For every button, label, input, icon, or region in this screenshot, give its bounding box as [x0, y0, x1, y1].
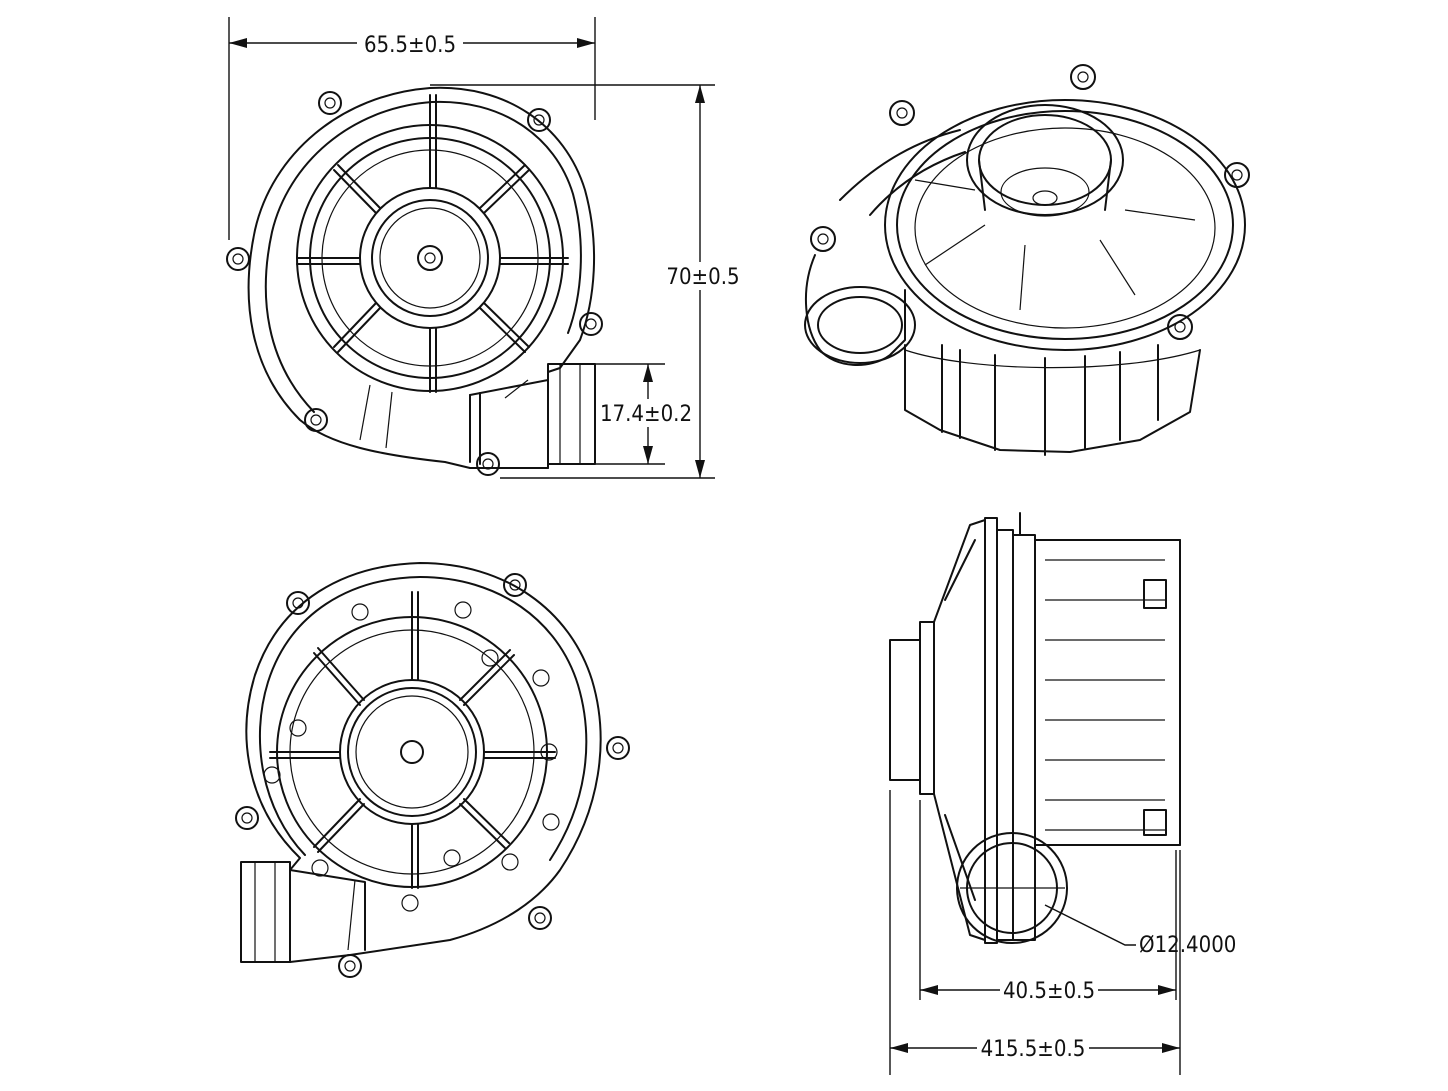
side-view: [889, 512, 1181, 944]
dim-outlet-label: 17.4±0.2: [600, 402, 692, 427]
dim-body-depth-label: 40.5±0.5: [1003, 979, 1095, 1004]
dim-width-label: 65.5±0.5: [364, 33, 456, 58]
isometric-view: [804, 64, 1250, 456]
dim-height-label: 70±0.5: [666, 265, 739, 290]
dimension-lines: [228, 17, 1181, 1075]
dim-diameter-label: Ø12.4000: [1139, 933, 1236, 958]
dim-total-depth-label: 415.5±0.5: [981, 1037, 1086, 1062]
front-view: [226, 86, 603, 476]
rear-view: [235, 562, 630, 978]
